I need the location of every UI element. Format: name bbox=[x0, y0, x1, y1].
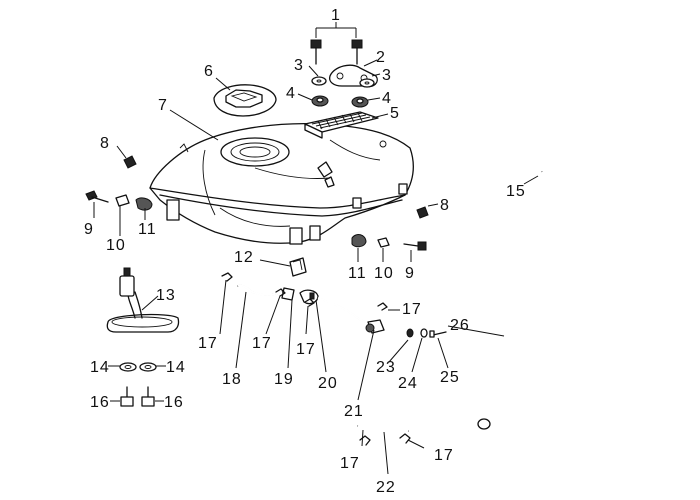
callout-25: 25 bbox=[440, 369, 460, 386]
callout-16-left: 16 bbox=[90, 394, 110, 411]
callout-13: 13 bbox=[156, 287, 176, 304]
callout-19: 19 bbox=[274, 371, 294, 388]
fuel-pump-assembly bbox=[106, 267, 180, 333]
fuel-cap bbox=[213, 84, 277, 117]
callout-2: 2 bbox=[376, 49, 386, 66]
callout-3-right: 3 bbox=[382, 67, 392, 84]
rubber-pad bbox=[304, 111, 379, 139]
callout-16-right: 16 bbox=[164, 394, 184, 411]
callout-15: 15 bbox=[506, 183, 526, 200]
callout-17-f: 17 bbox=[434, 447, 454, 464]
callout-26: 26 bbox=[450, 317, 470, 334]
callout-17-d: 17 bbox=[402, 301, 422, 318]
callout-8-left: 8 bbox=[100, 135, 110, 152]
callout-14-right: 14 bbox=[166, 359, 186, 376]
leader-lines bbox=[93, 22, 539, 475]
callout-4-left: 4 bbox=[286, 85, 296, 102]
callout-7: 7 bbox=[158, 97, 168, 114]
callout-18: 18 bbox=[222, 371, 242, 388]
callout-12: 12 bbox=[234, 249, 254, 266]
mount-hardware-right bbox=[351, 234, 427, 251]
callout-4-right: 4 bbox=[382, 90, 392, 107]
callout-20: 20 bbox=[318, 375, 338, 392]
callout-5: 5 bbox=[390, 105, 400, 122]
callout-21: 21 bbox=[344, 403, 364, 420]
callout-17-a: 17 bbox=[198, 335, 218, 352]
mount-hardware-left bbox=[85, 190, 153, 211]
washers-14 bbox=[119, 362, 157, 372]
callout-11-left: 11 bbox=[138, 221, 157, 238]
fittings-23-24-25 bbox=[406, 328, 447, 338]
fuel-hose-assembly bbox=[237, 284, 385, 334]
callout-22: 22 bbox=[376, 479, 396, 496]
overflow-hose bbox=[477, 170, 549, 430]
callout-9-left: 9 bbox=[84, 221, 94, 238]
short-hose bbox=[357, 424, 409, 433]
callout-24: 24 bbox=[398, 375, 418, 392]
callout-10-left: 10 bbox=[106, 237, 126, 254]
callout-1: 1 bbox=[331, 7, 341, 24]
callout-6: 6 bbox=[204, 63, 214, 80]
clips bbox=[123, 155, 429, 219]
callout-11-right: 11 bbox=[348, 265, 367, 282]
nuts-16 bbox=[120, 386, 155, 407]
callout-17-b: 17 bbox=[252, 335, 272, 352]
callout-17-e: 17 bbox=[340, 455, 360, 472]
callout-9-right: 9 bbox=[405, 265, 415, 282]
callout-17-c: 17 bbox=[296, 341, 316, 358]
callout-23: 23 bbox=[376, 359, 396, 376]
callout-labels: 1 2 3 3 4 4 5 6 7 8 8 9 10 11 11 10 9 12… bbox=[84, 7, 526, 496]
callout-3-left: 3 bbox=[294, 57, 304, 74]
callout-14-left: 14 bbox=[90, 359, 110, 376]
callout-8-right: 8 bbox=[440, 197, 450, 214]
dampers bbox=[311, 95, 369, 108]
washers bbox=[311, 76, 375, 88]
callout-10-right: 10 bbox=[374, 265, 394, 282]
bolts bbox=[310, 39, 363, 65]
fuel-tank bbox=[149, 123, 415, 245]
cushion bbox=[289, 257, 307, 277]
